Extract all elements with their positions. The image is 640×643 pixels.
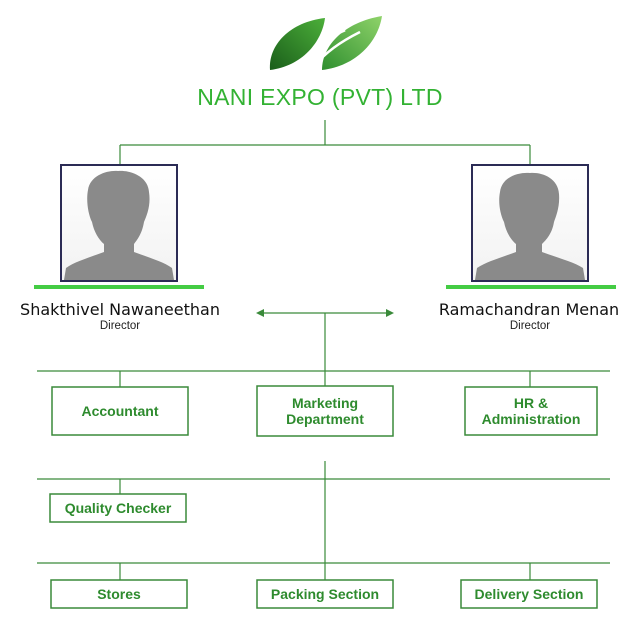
director-photo-left (60, 164, 178, 282)
hr-label[interactable]: HR & Administration (465, 387, 597, 435)
director-photo-right (471, 164, 589, 282)
director-bar-right (446, 285, 616, 289)
quality-box (49, 493, 187, 523)
packing-box (256, 579, 394, 609)
director-bar-left (34, 285, 204, 289)
leaf-right-icon (322, 16, 382, 70)
arrow-left-icon (256, 309, 264, 317)
stores-text: Stores (97, 586, 141, 602)
accountant-label[interactable]: Accountant (52, 387, 188, 435)
director-name-right: Ramachandran Menan (438, 300, 620, 319)
hr-text-line1: HR & (513, 395, 549, 411)
accountant-box (51, 386, 189, 436)
person-silhouette-icon (475, 172, 585, 280)
delivery-label[interactable]: Delivery Section (461, 580, 597, 608)
accountant-text: Accountant (81, 403, 159, 419)
marketing-text-line2: Department (286, 411, 364, 427)
stores-box (50, 579, 188, 609)
person-silhouette-icon (64, 170, 174, 280)
quality-text: Quality Checker (64, 500, 172, 516)
director-name-left: Shakthivel Nawaneethan (20, 300, 220, 319)
marketing-text-line1: Marketing (291, 395, 359, 411)
stores-label[interactable]: Stores (51, 580, 187, 608)
director-role-left: Director (99, 320, 141, 332)
company-logo (269, 16, 382, 70)
packing-text: Packing Section (270, 586, 380, 602)
delivery-text: Delivery Section (474, 586, 584, 602)
marketing-box (256, 385, 394, 437)
hr-box (464, 386, 598, 436)
quality-label[interactable]: Quality Checker (50, 494, 186, 522)
director-role-right: Director (509, 320, 551, 332)
company-name: NANI EXPO (PVT) LTD (197, 84, 443, 110)
packing-label[interactable]: Packing Section (257, 580, 393, 608)
marketing-label[interactable]: Marketing Department (257, 386, 393, 436)
leaf-left-icon (269, 18, 325, 70)
delivery-box (460, 579, 598, 609)
hr-text-line2: Administration (481, 411, 581, 427)
arrow-right-icon (386, 309, 394, 317)
leaf-stem-icon (301, 28, 346, 67)
connector-lines (37, 120, 610, 580)
